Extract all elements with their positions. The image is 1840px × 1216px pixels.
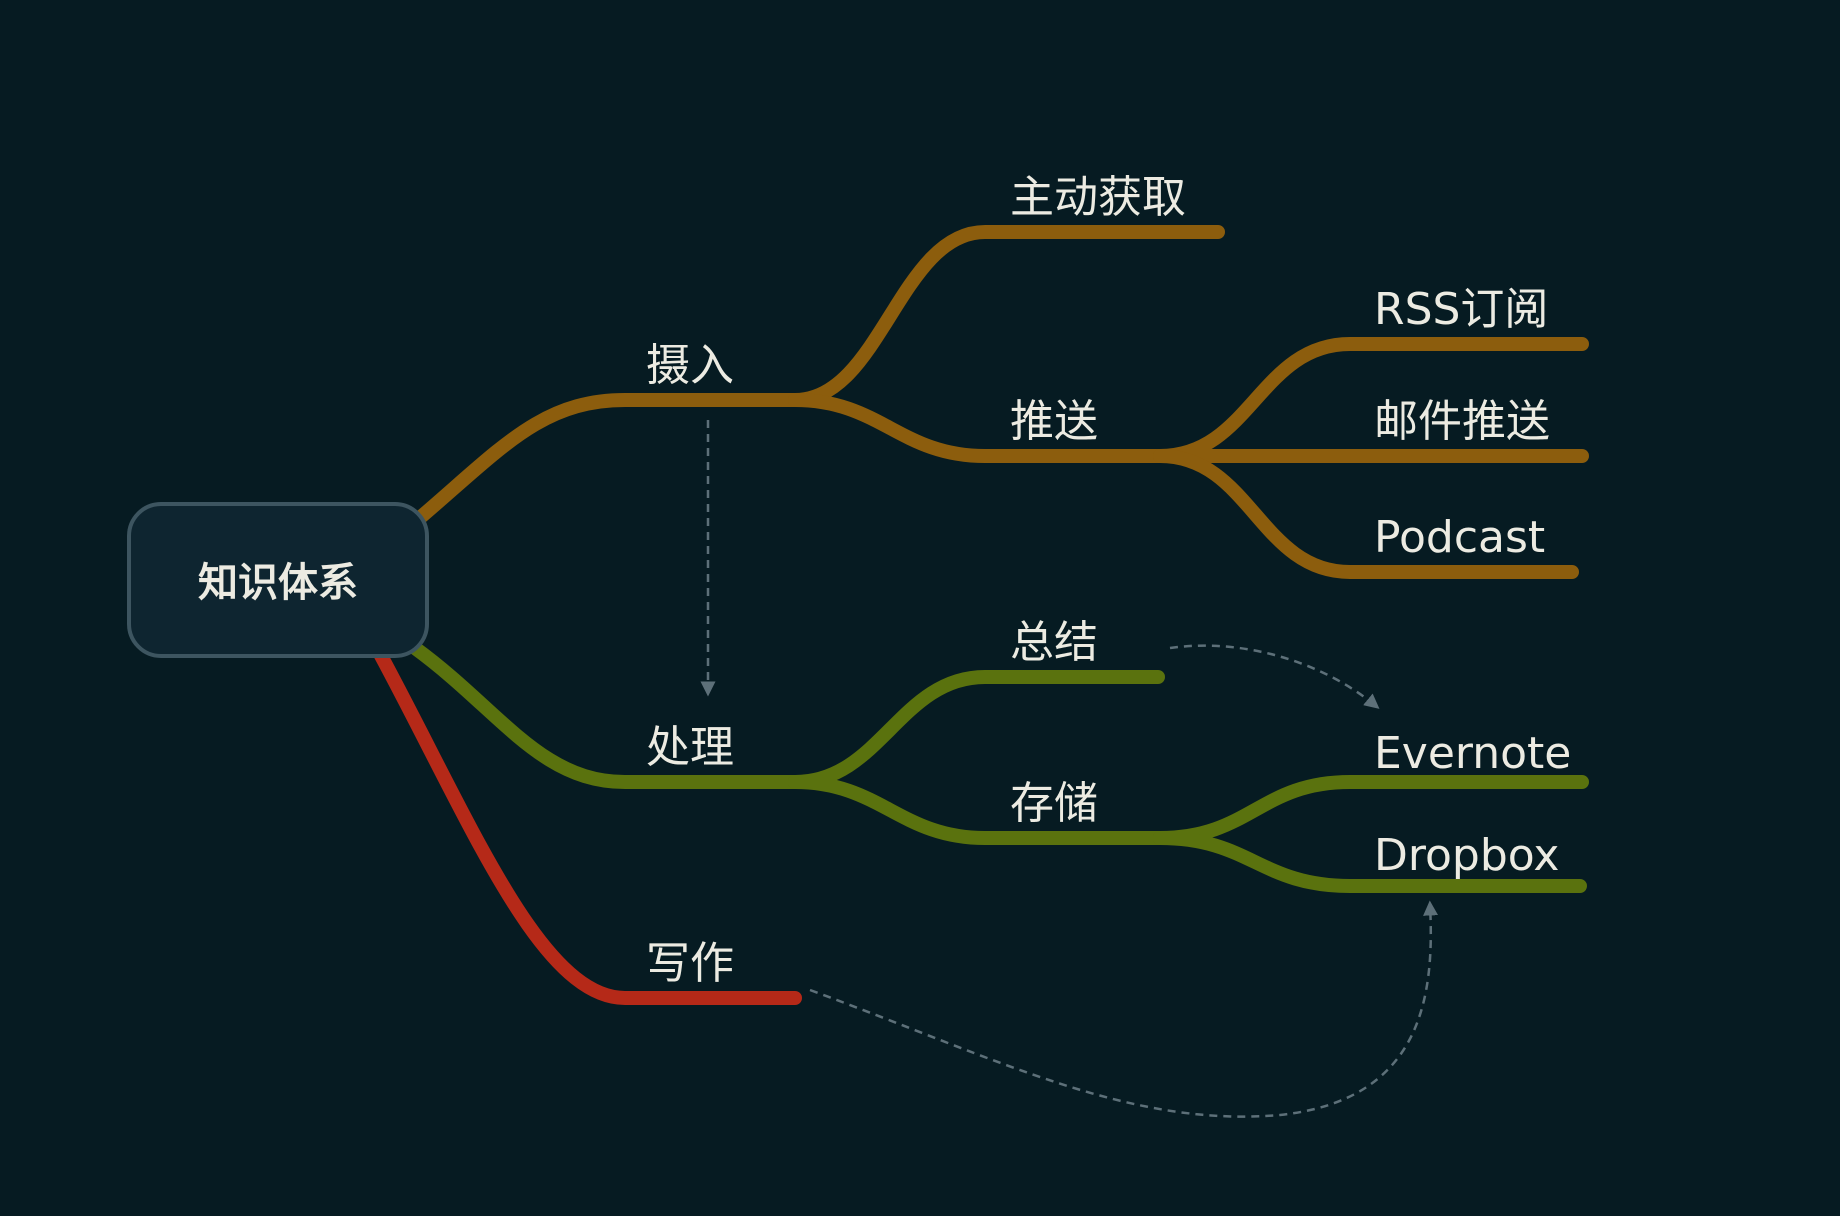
branch-writing [371, 643, 802, 1005]
topic-evernote[interactable]: Evernote [1374, 728, 1571, 779]
root-node-label: 知识体系 [198, 560, 358, 606]
connector-process-storage [788, 775, 1167, 845]
topic-podcast[interactable]: Podcast [1374, 512, 1545, 563]
connector-process-summary [788, 670, 1165, 789]
topic-active-acquisition[interactable]: 主动获取 [1010, 172, 1186, 223]
topic-email-push[interactable]: 邮件推送 [1374, 396, 1550, 447]
topic-intake[interactable]: 摄入 [646, 340, 734, 391]
topic-process[interactable]: 处理 [646, 722, 734, 773]
connector-root-intake [408, 393, 802, 529]
topic-rss-subscription[interactable]: RSS订阅 [1374, 284, 1548, 335]
topic-push[interactable]: 推送 [1010, 396, 1098, 447]
branch-intake [408, 225, 1589, 579]
relationships [700, 420, 1439, 1118]
connector-root-process [408, 641, 802, 789]
topic-writing[interactable]: 写作 [646, 938, 734, 989]
root-node-box [127, 502, 429, 658]
topic-summary[interactable]: 总结 [1010, 617, 1098, 668]
connector-root-writing [371, 643, 802, 1005]
topic-labels: 摄入 主动获取 推送 RSS订阅 邮件推送 Podcast 处理 总结 存储 E… [646, 172, 1571, 989]
root-node[interactable]: 知识体系 [127, 502, 429, 658]
connector-push-podcast [1153, 449, 1579, 579]
branch-process [408, 641, 1589, 893]
connector-intake-active [788, 225, 1225, 407]
relationship-writing-to-dropbox [809, 900, 1439, 1118]
relationship-summary-to-evernote [1169, 644, 1380, 709]
topic-dropbox[interactable]: Dropbox [1374, 830, 1559, 881]
connector-intake-push [788, 393, 1167, 463]
connector-storage-dropbox [1153, 831, 1587, 893]
topic-storage[interactable]: 存储 [1010, 778, 1098, 829]
